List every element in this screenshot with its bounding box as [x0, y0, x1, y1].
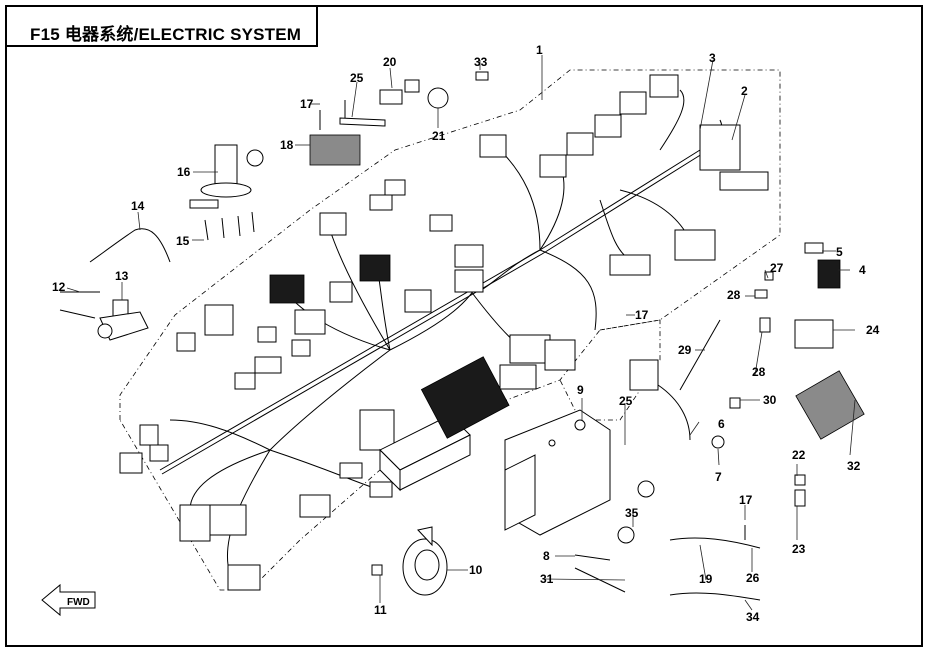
callout-26: 26 [746, 571, 760, 585]
callout-28-top: 28 [727, 288, 741, 302]
part-28-part [754, 289, 768, 299]
callout-14: 14 [131, 199, 145, 213]
callout-12: 12 [52, 280, 66, 294]
callout-19: 19 [699, 572, 713, 586]
part-33-clip [475, 71, 489, 81]
part-34-cable [669, 592, 761, 601]
part-18-regulator [309, 134, 361, 166]
callout-15: 15 [176, 234, 190, 248]
part-8-pin [574, 554, 611, 561]
part-19-cable [669, 537, 761, 549]
callout-34: 34 [746, 610, 760, 624]
callout-10: 10 [469, 563, 483, 577]
title-box: F15 电器系统/ELECTRIC SYSTEM [5, 5, 318, 47]
callout-8: 8 [543, 549, 550, 563]
part-9-controller [504, 409, 611, 536]
callout-32: 32 [847, 459, 861, 473]
part-27-part [764, 271, 774, 281]
callout-20: 20 [383, 55, 397, 69]
callout-labels: 1 2 3 4 5 6 7 8 9 10 11 12 13 14 15 16 1… [52, 43, 880, 624]
callout-35: 35 [625, 506, 639, 520]
callout-11: 11 [374, 603, 387, 617]
callout-5: 5 [836, 245, 843, 259]
callout-27: 27 [770, 261, 784, 275]
callout-17-bottom: 17 [739, 493, 753, 507]
callout-29: 29 [678, 343, 692, 357]
part-21-part [427, 87, 449, 109]
callout-24: 24 [866, 323, 880, 337]
callout-6: 6 [718, 417, 725, 431]
part-20-relay [379, 79, 420, 105]
callout-7: 7 [715, 470, 722, 484]
callout-21: 21 [432, 129, 446, 143]
part-14-cable [89, 228, 171, 263]
callout-17-mid: 17 [635, 308, 649, 322]
callout-3: 3 [709, 51, 716, 65]
part-4-relay [817, 259, 841, 289]
fwd-arrow-icon: FWD [41, 583, 96, 617]
drawing-frame [5, 5, 923, 647]
callout-9: 9 [577, 383, 584, 397]
part-29-strap [679, 319, 721, 391]
callout-4: 4 [859, 263, 866, 277]
part-35-bolt [637, 480, 655, 498]
part-24-battery [794, 319, 834, 349]
part-11-bolt [371, 564, 383, 576]
callout-28-bottom: 28 [752, 365, 766, 379]
callout-1: 1 [536, 43, 543, 57]
part-16-switch [189, 144, 264, 209]
part-22-fuse [794, 474, 806, 486]
callout-30: 30 [763, 393, 777, 407]
callout-18: 18 [280, 138, 294, 152]
callout-25-top: 25 [350, 71, 364, 85]
callout-13: 13 [115, 269, 129, 283]
harness-group-outline [119, 69, 781, 591]
harness-connectors [119, 74, 769, 591]
part-23-fuse-holder [794, 489, 806, 507]
main-harness-trunk [159, 89, 723, 576]
part-6-connector [629, 359, 659, 391]
part-30-part [729, 397, 741, 409]
part-32-pad [795, 370, 865, 440]
part-28-part-b [759, 317, 771, 333]
callout-31: 31 [540, 572, 554, 586]
ecu-unit [379, 356, 510, 492]
page-title: F15 电器系统/ELECTRIC SYSTEM [30, 25, 302, 44]
part-35-bolt-b [617, 526, 635, 544]
callout-16: 16 [177, 165, 191, 179]
part-7-nut [711, 435, 725, 449]
callout-leaders [66, 55, 856, 611]
part-10-horn [402, 526, 448, 596]
part-6-cable [657, 384, 691, 441]
fwd-label: FWD [67, 597, 90, 608]
callout-2: 2 [741, 84, 748, 98]
part-25-strap [339, 117, 386, 127]
callout-17-top: 17 [300, 97, 314, 111]
part-12-screw-b [59, 309, 96, 319]
callout-23: 23 [792, 542, 806, 556]
part-13-sensor [97, 299, 149, 341]
callout-33: 33 [474, 55, 488, 69]
part-5-cap [804, 242, 824, 254]
callout-22: 22 [792, 448, 806, 462]
part-15-screws [204, 211, 255, 241]
callout-25-mid: 25 [619, 394, 633, 408]
